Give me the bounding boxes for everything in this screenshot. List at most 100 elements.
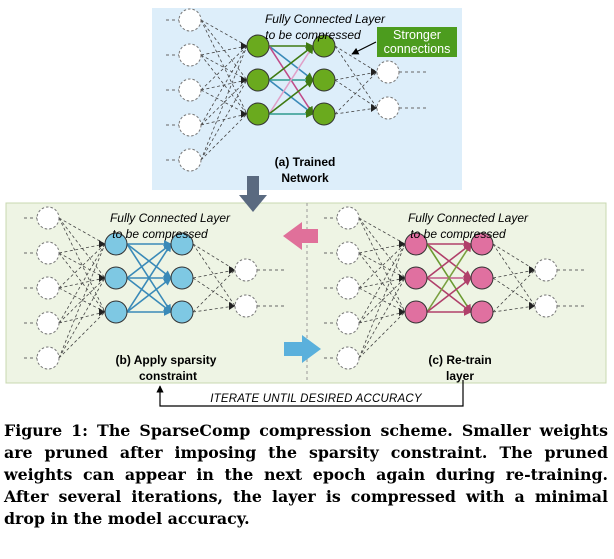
panel-b-title-line1: Fully Connected Layer <box>110 211 231 225</box>
net-a-arrowhead <box>241 76 247 84</box>
net-a-input-node <box>178 78 202 102</box>
net-c-output-edge <box>492 305 536 313</box>
network-c <box>324 206 586 370</box>
panel-b-label-line2: constraint <box>139 369 197 383</box>
net-c-input-edge <box>358 243 406 254</box>
net-c-input-node <box>336 241 360 265</box>
panel-c-title-line1: Fully Connected Layer <box>408 211 529 225</box>
callout-pointer <box>351 41 377 55</box>
net-a-fc-edge <box>268 79 314 115</box>
panel-a-title-line1: Fully Connected Layer <box>265 12 386 26</box>
net-a-arrowhead <box>241 42 247 50</box>
net-b-output-node <box>234 258 258 282</box>
net-c-input-edge <box>358 243 406 324</box>
net-b-input-node <box>36 276 60 300</box>
net-a-fc-node-out <box>312 34 336 58</box>
net-b-output-edge <box>192 243 236 271</box>
net-b-input-edge <box>58 243 106 254</box>
net-b-fc-edge <box>126 277 172 313</box>
net-b-arrowhead <box>99 240 105 248</box>
net-c-output-node <box>534 294 558 318</box>
net-a-input-node <box>178 43 202 67</box>
net-c-arrowhead <box>529 266 535 274</box>
net-a-output-edge <box>334 45 378 109</box>
net-c-arrowhead <box>399 274 405 282</box>
net-b-arrowhead <box>229 302 235 310</box>
sparsecomp-diagram: Fully Connected Layer to be compressed S… <box>5 8 607 407</box>
net-c-input-node <box>336 346 360 370</box>
net-b-arrowhead <box>229 266 235 274</box>
net-b-fc-edge <box>126 243 172 279</box>
net-a-fc-node-in <box>246 68 270 92</box>
net-b-input-node <box>36 346 60 370</box>
net-a-fc-node-out <box>312 68 336 92</box>
figure-caption: Figure 1: The SparseComp compression sch… <box>4 421 608 528</box>
net-b-output-edge <box>192 305 236 313</box>
net-a-fc-node-in <box>246 34 270 58</box>
net-b-fc-node-in <box>104 300 128 324</box>
panel-a-title-line2: to be compressed <box>265 28 361 42</box>
blue-arrow-right <box>284 335 321 363</box>
net-b-input-edge <box>58 217 106 313</box>
net-a-input-node <box>178 113 202 137</box>
net-b-fc-node-in <box>104 266 128 290</box>
net-a-fc-node-out <box>312 102 336 126</box>
net-c-input-edge <box>358 252 406 313</box>
net-a-input-edge <box>200 54 248 115</box>
net-b-input-node <box>36 311 60 335</box>
net-c-output-edge <box>492 243 536 271</box>
panel-c-label-line2: layer <box>446 369 474 383</box>
net-a-fc-edge <box>268 45 314 115</box>
net-c-input-edge <box>358 243 406 359</box>
net-b-fc-node-out <box>170 232 194 256</box>
pink-arrow-left <box>283 222 318 250</box>
net-c-arrowhead <box>399 308 405 316</box>
network-a <box>166 8 428 172</box>
net-a-input-edge <box>200 45 248 56</box>
iterate-label: ITERATE UNTIL DESIRED ACCURACY <box>210 393 423 405</box>
net-a-input-edge <box>200 19 248 115</box>
net-a-input-edge <box>200 79 248 161</box>
net-b-input-edge <box>58 217 106 245</box>
net-c-fc-node-in <box>404 266 428 290</box>
net-a-input-node <box>178 8 202 32</box>
net-c-fc-node-out <box>470 232 494 256</box>
panel-b-label-line1: (b) Apply sparsity <box>116 353 217 367</box>
net-c-arrowhead <box>529 302 535 310</box>
net-b-fc-node-in <box>104 232 128 256</box>
net-b-output-edge <box>192 243 236 307</box>
net-b-output-edge <box>192 277 236 307</box>
callout-line1: Stronger <box>393 28 441 42</box>
net-b-fc-node-out <box>170 300 194 324</box>
net-c-fc-edge <box>426 243 472 279</box>
net-c-input-edge <box>358 217 406 279</box>
net-a-input-edge <box>200 45 248 161</box>
panel-a-label-line1: (a) Trained <box>275 155 336 169</box>
net-b-input-edge <box>58 217 106 279</box>
net-c-output-node <box>534 258 558 282</box>
net-c-fc-node-in <box>404 232 428 256</box>
net-c-output-edge <box>492 269 536 279</box>
net-a-input-edge <box>200 19 248 81</box>
net-c-input-node <box>336 206 360 230</box>
net-b-input-edge <box>58 243 106 324</box>
net-c-fc-node-in <box>404 300 428 324</box>
net-c-fc-node-out <box>470 266 494 290</box>
net-c-fc-edge <box>426 277 472 313</box>
net-a-output-edge <box>334 79 378 109</box>
net-b-arrowhead <box>99 274 105 282</box>
net-a-output-node <box>376 96 400 120</box>
iterate-loop <box>156 380 464 407</box>
net-a-input-edge <box>200 45 248 126</box>
net-c-output-edge <box>492 277 536 307</box>
net-b-input-node <box>36 206 60 230</box>
net-c-output-edge <box>492 269 536 313</box>
net-c-arrowhead <box>399 240 405 248</box>
net-a-arrowhead <box>371 104 377 112</box>
net-b-input-edge <box>58 277 106 359</box>
panel-b-title-line2: to be compressed <box>112 227 208 241</box>
panel-c-title-line2: to be compressed <box>410 227 506 241</box>
callout-box <box>377 27 457 57</box>
net-b-input-node <box>36 241 60 265</box>
net-a-output-edge <box>334 71 378 115</box>
